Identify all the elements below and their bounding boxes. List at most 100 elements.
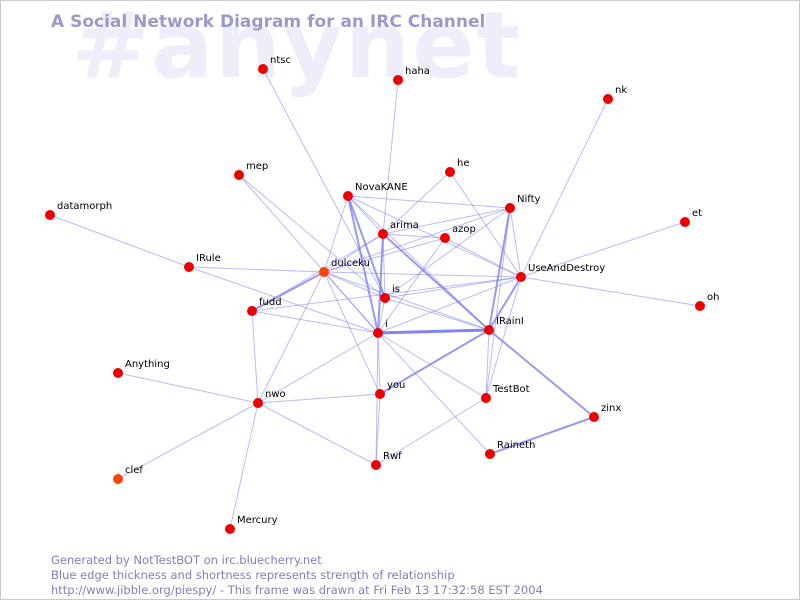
node-dot (184, 262, 194, 272)
node-dot (234, 170, 244, 180)
edge-IRainI-zinx (488, 329, 595, 418)
footer-frame-info: http://www.jibble.org/piespy/ - This fra… (51, 583, 543, 597)
edge-he-arima (382, 171, 451, 235)
node-Nifty: Nifty (505, 194, 541, 213)
edge-i-Rwf (375, 332, 379, 466)
edge-NovaKANE-is (347, 195, 386, 299)
node-dot (680, 217, 690, 227)
edge-you-Rwf (375, 393, 381, 466)
edge-is-i (377, 297, 386, 334)
node-dot (225, 524, 235, 534)
edge-Anything-nwo (117, 372, 259, 404)
node-et: et (680, 208, 702, 227)
node-dot (481, 393, 491, 403)
node-arima: arima (378, 220, 419, 239)
node-label: UseAndDestroy (528, 263, 605, 274)
node-mep: mep (234, 161, 268, 180)
edge-Nifty-IRainI (488, 207, 511, 331)
node-label: you (387, 380, 405, 391)
node-label: TestBot (492, 384, 530, 395)
edge-IRainI-i (377, 328, 490, 335)
node-label: Nifty (517, 194, 541, 205)
node-label: fudd (259, 297, 282, 308)
node-Mercury: Mercury (225, 515, 278, 534)
edge-arima-i (377, 233, 384, 334)
edge-haha-arima (382, 79, 399, 235)
edge-zinx-Raineth (489, 416, 595, 455)
edge-NovaKANE-dulceku (323, 195, 349, 273)
node-label: is (392, 284, 400, 295)
node-dot (695, 301, 705, 311)
edge-nk-UseAndDestroy (520, 98, 609, 278)
node-dot (380, 293, 390, 303)
node-zinx: zinx (589, 403, 621, 422)
edge-azop-dulceku (323, 237, 446, 273)
edge-mep-is (238, 174, 386, 299)
node-datamorph: datamorph (45, 201, 112, 220)
edge-dulceku-fudd (251, 271, 325, 312)
node-dot (484, 325, 494, 335)
edge-ntsc-is (262, 68, 386, 299)
edge-i-nwo (257, 332, 379, 404)
node-dot (319, 267, 329, 277)
edge-azop-UseAndDestroy (444, 237, 522, 278)
node-label: ntsc (270, 55, 291, 66)
edge-datamorph-IRule (49, 214, 190, 268)
edge-he-UseAndDestroy (449, 171, 522, 278)
edge-dulceku-is (323, 271, 386, 299)
edge-fudd-i (251, 310, 379, 334)
node-dot (371, 460, 381, 470)
node-nwo: nwo (253, 389, 286, 408)
edge-IRainI-TestBot (485, 329, 490, 399)
edge-fudd-nwo (251, 310, 259, 404)
node-dot (393, 75, 403, 85)
node-NovaKANE: NovaKANE (343, 182, 408, 201)
edge-UseAndDestroy-IRainI (488, 276, 522, 331)
node-label: IRainI (496, 316, 524, 327)
node-label: mep (246, 161, 268, 172)
node-label: clef (125, 465, 143, 476)
footer-legend: Blue edge thickness and shortness repres… (51, 568, 455, 582)
node-label: et (692, 208, 702, 219)
node-is: is (380, 284, 400, 303)
node-label: NovaKANE (355, 182, 408, 193)
edge-is-IRainI (384, 297, 490, 331)
edge-nwo-clef (117, 402, 259, 480)
node-dot (258, 64, 268, 74)
node-dot (516, 272, 526, 282)
node-he: he (445, 158, 470, 177)
node-dot (113, 474, 123, 484)
node-Raineth: Raineth (485, 440, 535, 459)
node-label: Anything (125, 359, 170, 370)
edge-IRule-i (188, 266, 379, 334)
edge-NovaKANE-i (347, 195, 379, 334)
node-dot (440, 233, 450, 243)
node-TestBot: TestBot (481, 384, 530, 403)
node-label: nk (615, 85, 627, 96)
node-label: Rwf (383, 451, 402, 462)
edge-NovaKANE-Nifty (347, 195, 511, 209)
node-label: arima (390, 220, 419, 231)
edge-dulceku-IRainI (323, 271, 490, 331)
edge-dulceku-you (323, 271, 381, 395)
edge-UseAndDestroy-is (384, 276, 522, 299)
edge-IRainI-you (379, 329, 490, 395)
node-label: i (385, 319, 388, 330)
node-label: azop (452, 224, 476, 235)
edge-layer (49, 68, 701, 530)
edge-arima-is (382, 233, 386, 299)
node-label: nwo (265, 389, 286, 400)
node-dot (113, 368, 123, 378)
edge-nwo-Rwf (257, 402, 377, 466)
node-IRainI: IRainI (484, 316, 524, 335)
edge-IRule-dulceku (188, 266, 325, 273)
node-label: zinx (601, 403, 621, 414)
node-Rwf: Rwf (371, 451, 402, 470)
channel-watermark: #anynet (72, 0, 523, 99)
edge-et-UseAndDestroy (520, 221, 686, 278)
footer-generated-by: Generated by NotTestBOT on irc.bluecherr… (51, 553, 322, 567)
node-clef: clef (113, 465, 143, 484)
node-UseAndDestroy: UseAndDestroy (516, 263, 605, 282)
node-label: Raineth (497, 440, 535, 451)
